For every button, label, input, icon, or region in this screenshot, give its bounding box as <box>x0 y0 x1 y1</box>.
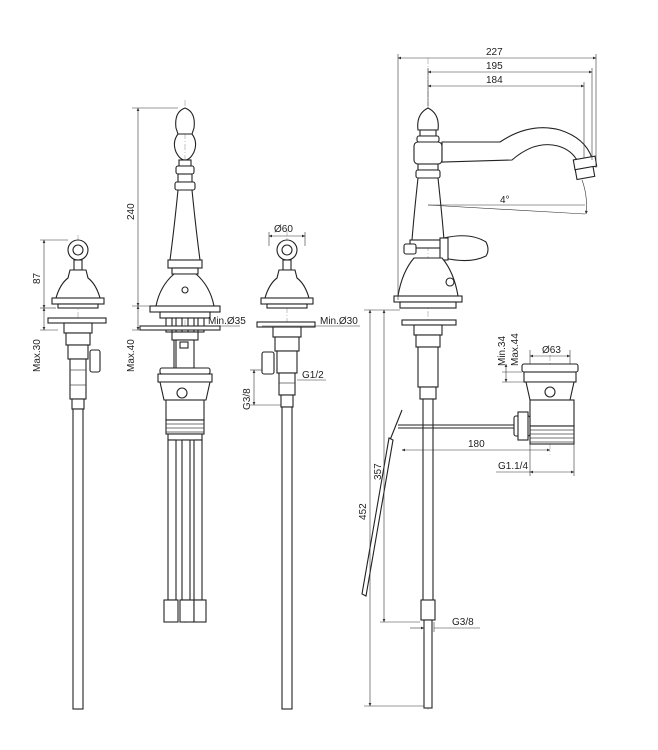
dim-dia60: Ø60 <box>274 224 293 235</box>
dim-g38-bottom: G3/8 <box>452 617 474 628</box>
dim-180: 180 <box>468 439 485 450</box>
dim-dia63: Ø63 <box>542 345 561 356</box>
dim-240: 240 <box>126 203 137 220</box>
dim-357: 357 <box>373 463 384 480</box>
dim-min30: Min.Ø30 <box>320 316 358 327</box>
dim-87: 87 <box>32 272 43 284</box>
handle-valve-left-view: 87 Max.30 <box>32 235 107 710</box>
dim-184: 184 <box>486 75 503 86</box>
dim-max40: Max.40 <box>126 339 137 372</box>
dim-195: 195 <box>486 61 503 72</box>
dim-min34: Min.34 <box>497 336 508 366</box>
spout-side-view: 227 195 184 4° 452 357 G3/8 <box>358 47 598 710</box>
spout-front-view: 240 Max.40 Min.Ø35 <box>126 100 246 625</box>
dim-4deg: 4° <box>500 195 510 206</box>
dim-g114: G1.1/4 <box>498 461 528 472</box>
dim-227: 227 <box>486 47 503 58</box>
dim-g38-left: G3/8 <box>242 388 253 410</box>
dim-g12: G1/2 <box>302 370 324 381</box>
waste-detail-view: Min.34 Max.44 Ø63 180 G1.1/4 <box>401 333 579 476</box>
dim-max44: Max.44 <box>510 333 521 366</box>
dim-max30: Max.30 <box>32 339 43 372</box>
dim-min35: Min.Ø35 <box>208 316 246 327</box>
handle-valve-centre-view: Ø60 Min.Ø30 G1/2 G3/8 <box>242 224 360 710</box>
dim-452: 452 <box>358 503 369 520</box>
